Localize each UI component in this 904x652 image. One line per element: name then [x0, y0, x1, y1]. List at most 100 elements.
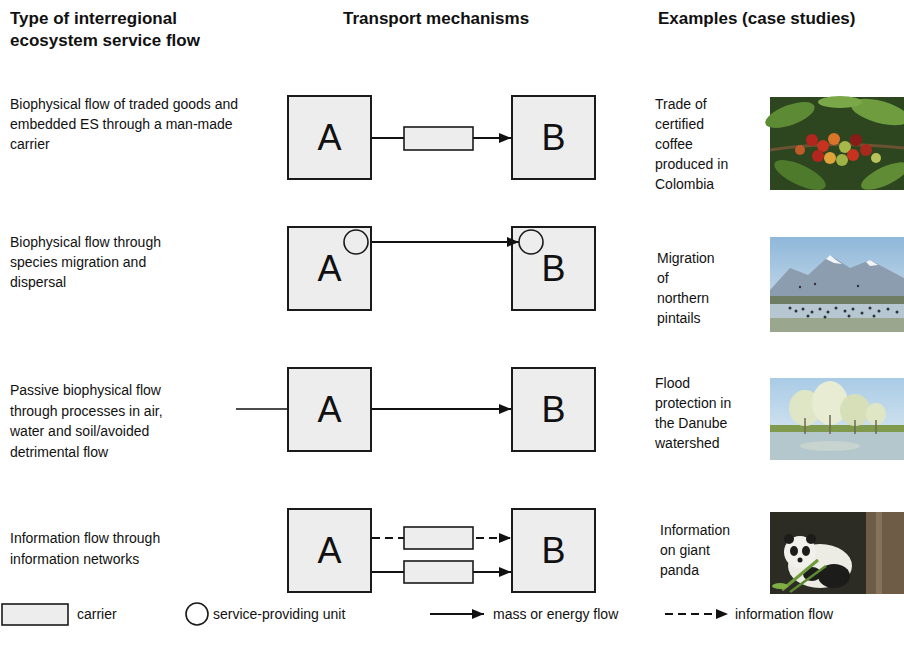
region-box: B — [511, 95, 596, 180]
legend-samples — [2, 603, 728, 625]
coffee-photo — [818, 96, 862, 108]
panda-photo — [770, 512, 904, 594]
coffee-photo — [770, 144, 904, 150]
case-study-text: Trade of certified coffee produced in Co… — [655, 94, 735, 194]
wetland-photo — [795, 310, 798, 313]
coffee-photo — [860, 144, 872, 156]
coffee-photo — [871, 153, 881, 163]
coffee-photo — [839, 141, 851, 153]
floodplain-photo — [812, 381, 848, 425]
case-study-text: Information on giant panda — [660, 520, 740, 580]
panda-photo — [790, 546, 798, 556]
wetland-photo — [852, 308, 855, 311]
wetland-photo — [878, 310, 881, 313]
panda-photo — [790, 566, 826, 592]
region-box: B — [511, 367, 596, 452]
carrier-box — [404, 127, 473, 150]
carrier-box — [404, 527, 473, 549]
coffee-photo — [847, 149, 859, 161]
coffee-photo — [806, 134, 818, 146]
coffee-photo — [817, 140, 829, 152]
legend-text: mass or energy flow — [493, 604, 618, 624]
incoming-flow-line — [236, 408, 287, 410]
wetland-photo — [799, 286, 801, 288]
flow-type-text: Passive biophysical flow through process… — [10, 380, 190, 462]
wetland-photo — [869, 307, 872, 310]
wetland-photo — [824, 316, 827, 319]
region-box: A — [287, 95, 372, 180]
panda-photo — [803, 567, 821, 581]
region-box: A — [287, 508, 372, 593]
legend-mass-flow-sample — [430, 613, 484, 615]
panda-photo — [866, 512, 904, 594]
floodplain-photo — [770, 432, 904, 460]
floodplain-photo — [770, 378, 904, 460]
coffee-photo — [858, 157, 904, 195]
wetland-photo — [770, 318, 904, 332]
service-unit-circle — [344, 230, 368, 254]
region-box: A — [287, 367, 372, 452]
floodplain-photo — [875, 420, 877, 434]
information-flow-arrow — [372, 537, 511, 539]
region-letter: B — [541, 251, 565, 287]
floodplain-photo — [854, 420, 856, 434]
coffee-photo — [848, 94, 904, 131]
wetland-photo — [819, 308, 822, 311]
flow-type-text: Information flow through information net… — [10, 528, 195, 570]
region-box: A — [287, 226, 372, 311]
legend-carrier-sample — [2, 604, 68, 625]
region-box: B — [511, 226, 596, 311]
panda-photo — [784, 534, 794, 544]
floodplain-photo — [840, 394, 870, 426]
coffee-photo — [824, 152, 836, 164]
wetland-photo — [770, 296, 904, 304]
wetland-photo — [826, 255, 842, 264]
floodplain-photo — [770, 425, 904, 432]
floodplain-photo — [866, 403, 886, 425]
floodplain-photo — [805, 415, 876, 434]
legend-info-flow-sample — [665, 613, 728, 615]
region-letter: A — [317, 392, 341, 428]
panda-photo — [802, 546, 810, 556]
flow-type-text: Biophysical flow through species migrati… — [10, 232, 195, 292]
wetland-photo — [802, 308, 805, 311]
region-box: B — [511, 508, 596, 593]
coffee-photo — [795, 145, 805, 155]
carriers — [404, 127, 473, 583]
coffee-photo — [836, 154, 848, 166]
region-letter: A — [317, 120, 341, 156]
floodplain-photo — [804, 418, 806, 434]
wetland-photo — [848, 315, 851, 318]
mass-flow-arrow — [372, 241, 519, 243]
wetland-photo — [814, 283, 816, 285]
column-heading: Type of interregional ecosystem service … — [10, 8, 210, 52]
wetland-photo — [896, 311, 899, 314]
floodplain-photo — [789, 390, 821, 426]
panda-photo — [782, 560, 818, 590]
legend-text: carrier — [77, 604, 117, 624]
wetland-photo — [811, 311, 814, 314]
wetland-photo — [770, 237, 904, 332]
panda-photo — [798, 558, 803, 563]
legend-text: information flow — [735, 604, 833, 624]
coffee-photo — [770, 97, 904, 190]
floodplain-photo — [770, 378, 904, 460]
panda-photo — [772, 583, 788, 589]
panda-photo — [818, 564, 850, 588]
legend-text: service-providing unit — [213, 604, 345, 624]
wetland-photo — [887, 308, 890, 311]
coffee-photo — [828, 133, 840, 145]
panda-photo — [784, 536, 816, 568]
wetland-photo — [866, 260, 878, 266]
flow-type-text: Biophysical flow of traded goods and emb… — [10, 94, 246, 154]
wetland-photo — [770, 304, 904, 332]
coffee-photo — [762, 97, 818, 134]
wetland-photo — [807, 315, 810, 318]
region-letter: A — [317, 533, 341, 569]
panda-photo — [788, 544, 852, 588]
wetland-photo — [835, 307, 838, 310]
wetland-photo — [861, 312, 864, 315]
wetland-photo — [844, 310, 847, 313]
panda-photo — [876, 512, 882, 594]
region-letter: B — [541, 533, 565, 569]
